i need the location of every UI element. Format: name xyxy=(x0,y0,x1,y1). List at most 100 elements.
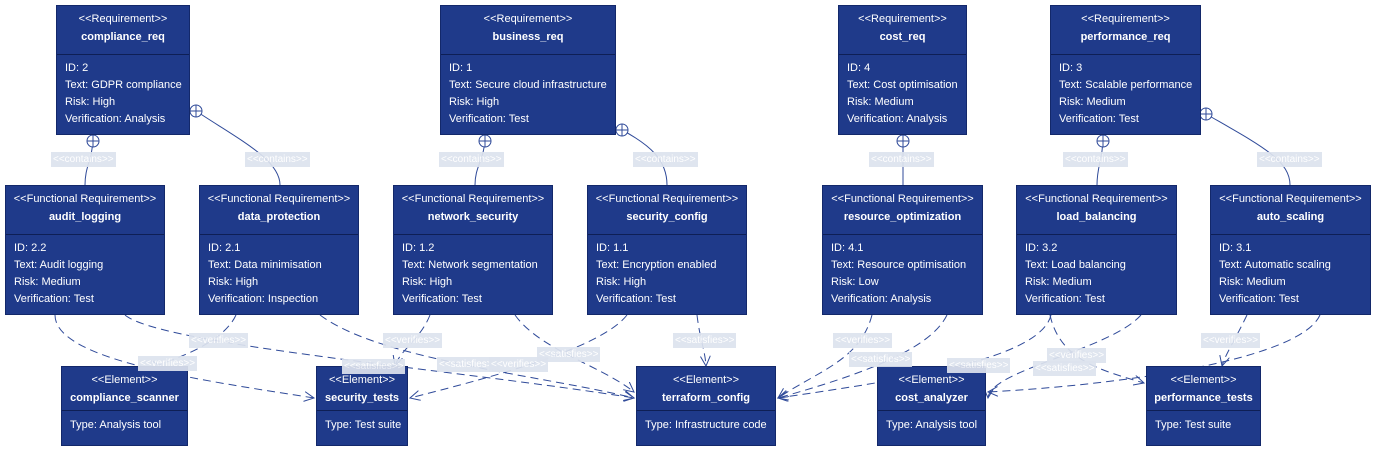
node-attribute: Risk: Medium xyxy=(14,276,81,288)
node-name: load_balancing xyxy=(1056,211,1137,223)
contains-line xyxy=(1205,113,1291,186)
node-attribute: Risk: High xyxy=(208,276,259,288)
verifies-label: <<verifies>> xyxy=(1201,333,1261,348)
node-stereotype: <<Requirement>> xyxy=(1081,13,1170,25)
node-stereotype: <<Functional Requirement>> xyxy=(401,193,545,205)
node-attribute: Text: GDPR compliance xyxy=(65,79,182,91)
contains-label: <<contains>> xyxy=(51,152,116,167)
satisfies-line xyxy=(778,314,873,398)
satisfies-line xyxy=(124,314,634,398)
satisfies-label: <<satisfies>> xyxy=(342,359,406,374)
containment-cross xyxy=(616,124,628,136)
node-attributes: Type: Analysis tool xyxy=(878,411,985,434)
node-attribute: Text: Audit logging xyxy=(14,259,104,271)
node-header: <<Element>>security_tests xyxy=(317,367,407,411)
node-header: <<Functional Requirement>>load_balancing xyxy=(1017,186,1176,235)
node-stereotype: <<Element>> xyxy=(91,374,158,386)
node-attribute: Verification: Analysis xyxy=(831,293,932,305)
node-header: <<Functional Requirement>>audit_logging xyxy=(6,186,164,235)
node-stereotype: <<Element>> xyxy=(672,374,740,386)
contains-label: <<contains>> xyxy=(1063,152,1128,167)
node-stereotype: <<Requirement>> xyxy=(483,13,573,25)
node-name: security_tests xyxy=(325,392,399,404)
containment-cross xyxy=(190,105,202,117)
node-header: <<Element>>cost_analyzer xyxy=(878,367,985,411)
containment-cross xyxy=(897,135,909,147)
node-attribute: ID: 1 xyxy=(449,62,473,74)
node-load-balancing: <<Functional Requirement>>load_balancing… xyxy=(1016,185,1177,315)
node-stereotype: <<Element>> xyxy=(898,374,965,386)
node-attribute: Text: Automatic scaling xyxy=(1219,259,1331,271)
node-attribute: Verification: Inspection xyxy=(208,293,319,305)
node-stereotype: <<Functional Requirement>> xyxy=(13,193,157,205)
containment-cross xyxy=(1200,108,1212,120)
node-attribute: ID: 3.1 xyxy=(1219,242,1252,254)
node-attribute: Risk: High xyxy=(65,96,116,108)
node-attribute: Text: Network segmentation xyxy=(402,259,538,271)
verifies-label: <<verifies>> xyxy=(138,356,198,371)
node-header: <<Functional Requirement>> resource_optim… xyxy=(823,186,982,235)
node-header: <<Requirement>> compliance_req xyxy=(57,6,189,55)
verifies-line xyxy=(778,314,948,398)
satisfies-line xyxy=(319,314,634,398)
node-attribute: Risk: Medium xyxy=(1219,276,1286,288)
node-attribute: Risk: High xyxy=(449,96,500,108)
node-attribute: ID: 3.2 xyxy=(1025,242,1058,254)
node-attribute: Risk: Medium xyxy=(1059,96,1126,108)
node-attribute: Verification: Test xyxy=(402,293,482,305)
satisfies-label: <<satisfies>> xyxy=(537,347,601,362)
node-stereotype: <<Functional Requirement>> xyxy=(1219,193,1362,205)
node-name: terraform_config xyxy=(661,392,751,404)
node-stereotype: <<Requirement>> xyxy=(78,13,168,25)
node-attribute: ID: 1.1 xyxy=(596,242,629,254)
verifies-label: <<verifies>> xyxy=(1047,348,1107,363)
node-attribute: Text: Scalable performance xyxy=(1059,79,1193,91)
node-name: performance_req xyxy=(1080,31,1171,43)
node-name: resource_optimization xyxy=(843,211,962,223)
node-attribute: Type: Test suite xyxy=(325,419,402,431)
node-data-protection: <<Functional Requirement>>data_protectio… xyxy=(199,185,359,315)
node-header: <<Functional Requirement>>data_protectio… xyxy=(200,186,358,235)
node-attribute: Risk: Low xyxy=(831,276,879,288)
node-attribute: Text: Encryption enabled xyxy=(596,259,717,271)
node-attribute: Risk: High xyxy=(402,276,453,288)
node-attribute: Text: Data minimisation xyxy=(208,259,322,271)
node-attribute: Verification: Test xyxy=(1059,113,1139,125)
node-attribute: Verification: Test xyxy=(1025,293,1105,305)
node-attribute: Risk: Medium xyxy=(847,96,914,108)
verifies-label: <<verifies>> xyxy=(383,333,443,348)
node-attribute: ID: 3 xyxy=(1059,62,1083,74)
node-attribute: Text: Resource optimisation xyxy=(831,259,967,271)
node-stereotype: <<Functional Requirement>> xyxy=(831,193,974,205)
node-attribute: Verification: Test xyxy=(596,293,676,305)
node-attribute: Verification: Test xyxy=(1219,293,1299,305)
node-attribute: ID: 2.1 xyxy=(208,242,241,254)
node-attribute: ID: 4 xyxy=(847,62,871,74)
node-stereotype: <<Element>> xyxy=(1170,374,1237,386)
node-attributes: Type: Test suite xyxy=(317,411,407,434)
node-header: <<Functional Requirement>>auto_scaling xyxy=(1211,186,1370,235)
node-header: <<Element>>compliance_scanner xyxy=(62,367,187,411)
satisfies-label: <<satisfies>> xyxy=(849,352,913,367)
node-stereotype: <<Functional Requirement>> xyxy=(595,193,739,205)
node-attribute: Verification: Test xyxy=(449,113,529,125)
node-name: compliance_req xyxy=(81,31,165,43)
node-header: <<Requirement>>business_req xyxy=(441,6,615,55)
node-attribute: Text: Load balancing xyxy=(1025,259,1126,271)
node-attribute: ID: 4.1 xyxy=(831,242,864,254)
node-attribute: Verification: Test xyxy=(14,293,94,305)
node-header: <<Requirement>> performance_req xyxy=(1051,6,1200,55)
node-attributes: Type: Analysis tool xyxy=(62,411,187,434)
satisfies-label: <<satisfies>> xyxy=(947,358,1011,373)
